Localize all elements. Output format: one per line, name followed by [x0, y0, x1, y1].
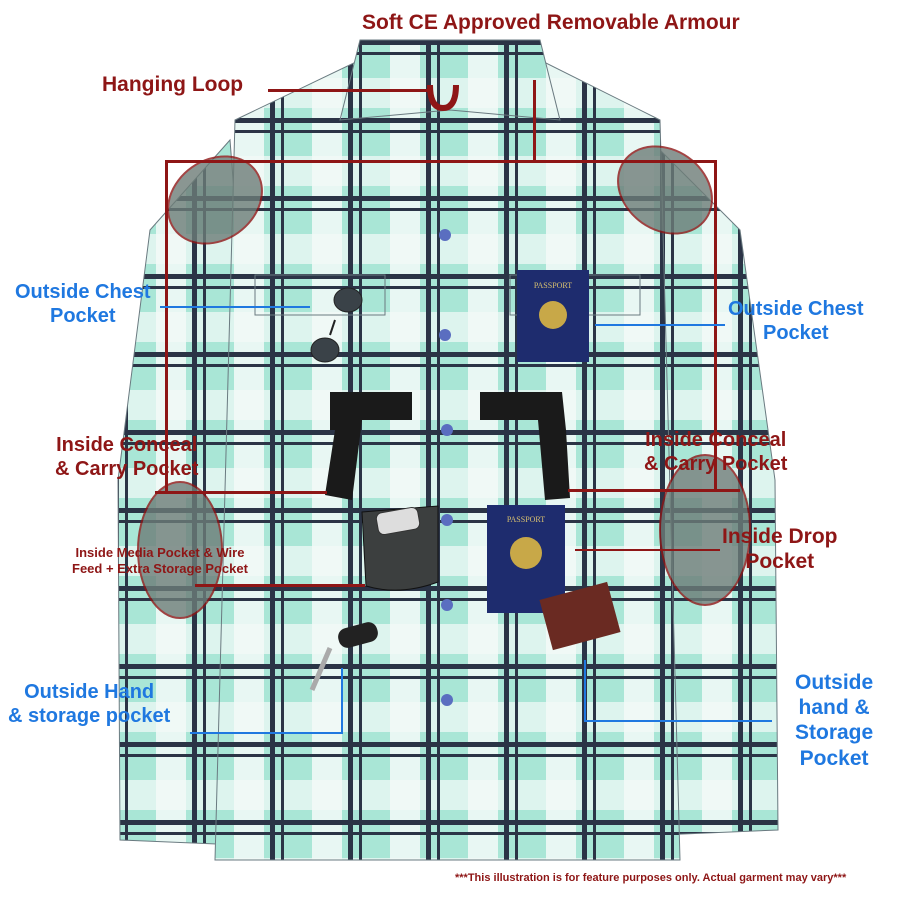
elbow-armour-right — [659, 454, 751, 606]
sunglasses-icon — [310, 287, 363, 363]
shoulder-armour-left — [167, 155, 263, 245]
label-armour: Soft CE Approved Removable Armour — [362, 11, 740, 34]
shirt-body — [214, 59, 681, 861]
leader-line — [595, 324, 725, 326]
disclaimer: ***This illustration is for feature purp… — [455, 872, 847, 884]
leader-line — [195, 584, 365, 587]
leader-line — [341, 668, 343, 734]
leader-line — [165, 160, 717, 163]
leader-line — [155, 491, 327, 494]
label-media-pocket: Inside Media Pocket & Wire Feed + Extra … — [72, 545, 248, 576]
leader-line — [575, 549, 720, 551]
leader-line — [190, 732, 343, 734]
leader-line — [584, 720, 772, 722]
label-hanging-loop: Hanging Loop — [102, 73, 244, 96]
label-outside-hand-left: Outside Hand & storage pocket — [8, 681, 171, 727]
wallet-icon — [539, 581, 621, 651]
svg-text:PASSPORT: PASSPORT — [507, 515, 545, 524]
svg-text:PASSPORT: PASSPORT — [534, 281, 572, 290]
leader-line — [165, 160, 168, 492]
buttons — [439, 229, 453, 706]
passport-icon: PASSPORT — [487, 505, 565, 613]
pistol-icon-right — [480, 392, 570, 500]
label-outside-chest-left: Outside Chest Pocket — [15, 281, 151, 327]
leader-line — [568, 489, 740, 492]
label-inside-conceal-left: Inside Conceal & Carry Pocket — [55, 434, 199, 480]
leader-line — [533, 80, 536, 162]
left-chest-pocket-flap — [254, 274, 386, 316]
label-inside-conceal-right: Inside Conceal & Carry Pocket — [644, 429, 788, 475]
phone-icon — [375, 506, 421, 536]
label-outside-hand-right: Outside hand & Storage Pocket — [795, 671, 874, 770]
hanging-loop-icon — [427, 84, 459, 112]
passport-icon: PASSPORT — [517, 270, 589, 362]
leader-line — [584, 660, 586, 722]
leader-line — [268, 89, 428, 92]
leader-line — [160, 306, 310, 308]
collar — [339, 39, 561, 121]
label-outside-chest-right: Outside Chest Pocket — [728, 298, 864, 344]
label-inside-drop: Inside Drop Pocket — [722, 525, 838, 574]
car-key-icon — [309, 622, 378, 691]
pistol-icon-left — [325, 392, 412, 500]
